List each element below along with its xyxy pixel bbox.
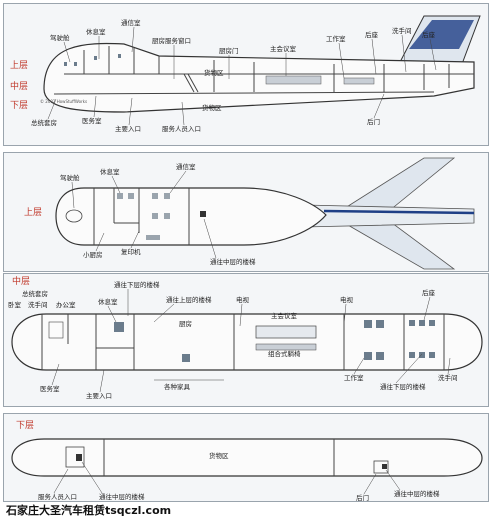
- callout-rest: 休息室: [86, 27, 106, 36]
- callout-conference-3: 主会议室: [271, 311, 298, 320]
- callout-rear-seats-2: 后座: [422, 30, 436, 39]
- lower-deck-hull: [11, 438, 483, 477]
- callout-comms: 通信室: [121, 18, 141, 27]
- level-upper-label: 上层: [10, 60, 28, 71]
- callout-rear-seats: 后座: [365, 30, 379, 39]
- callout-lavatory: 洗手间: [392, 26, 412, 35]
- callout-stairs-down: 通往下层的楼梯: [114, 280, 160, 289]
- callout-kitchen: 厨房: [179, 319, 192, 328]
- callout-medical-3: 医务室: [40, 384, 60, 393]
- callout-office: 工作室: [326, 34, 346, 43]
- callout-rear-seats-3: 后座: [422, 288, 436, 297]
- copyright-note: © 2002 HowStuffWorks: [40, 99, 88, 104]
- level-lower-label: 下层: [10, 100, 28, 111]
- callout-suite: 总统套房: [31, 118, 57, 127]
- callout-cockpit: 驾驶舱: [50, 33, 70, 42]
- callout-rear-door: 后门: [367, 117, 380, 126]
- callout-office-3: 办公室: [56, 300, 76, 309]
- panel-middle-deck: 中层 总统套房 卧室 洗手间 办公室 休息室 通往下层的楼梯 通往上层的楼梯 电…: [3, 273, 489, 407]
- callout-workroom: 工作室: [344, 373, 364, 382]
- callout-stairs-mid-2: 通往中层的楼梯: [394, 489, 440, 498]
- callout-service-entry-4: 服务人员入口: [38, 492, 77, 501]
- callout-comms-2: 通信室: [176, 162, 196, 171]
- callout-kitchen-door: 厨房门: [219, 46, 239, 55]
- callout-cargo-2: 货物区: [202, 103, 222, 112]
- callout-cargo-3: 货物区: [209, 451, 229, 460]
- callout-galley: 小厨房: [83, 250, 103, 259]
- panel-lower-deck: 下层 货物区 服务人员入口 通往中层的楼梯 后门 通往中层的楼梯: [3, 413, 489, 502]
- callout-lavatory-4: 洗手间: [438, 373, 458, 382]
- callout-rest-3: 休息室: [98, 297, 118, 306]
- callout-main-entry: 主要入口: [115, 124, 141, 133]
- lower-deck-svg: 下层 货物区 服务人员入口 通往中层的楼梯 后门 通往中层的楼梯: [11, 420, 483, 501]
- callout-medical: 医务室: [82, 116, 102, 125]
- callout-suite-2: 总统套房: [22, 289, 48, 298]
- callout-service-entry: 服务人员入口: [162, 124, 201, 133]
- lower-floor-line: [53, 91, 435, 95]
- callout-lavatory-3: 洗手间: [28, 300, 48, 309]
- callout-bedroom: 卧室: [8, 300, 22, 309]
- level-lower-label-2: 下层: [16, 420, 34, 431]
- callout-stairs: 通往中层的楼梯: [210, 257, 256, 266]
- upper-deck-svg: 上层 驾驶舱 休息室 通信室 小厨房 复印机 通往中层的楼梯: [24, 157, 475, 270]
- cutaway-svg: 上层 中层 下层 驾驶舱 休息室 通信室 厨房服务窗口 厨房门 主会议室 工作室…: [10, 15, 481, 133]
- callout-rest-2: 休息室: [100, 167, 120, 176]
- tail-stripe: [409, 20, 474, 49]
- upper-deck-hull: [55, 187, 327, 246]
- callout-cockpit-2: 驾驶舱: [60, 173, 80, 182]
- rear-fuselage: [303, 204, 475, 228]
- callout-copier: 复印机: [121, 247, 141, 256]
- callout-stairs-down-2: 通往下层的楼梯: [380, 382, 426, 391]
- callout-conference: 主会议室: [270, 44, 297, 53]
- callout-stairs-up: 通往上层的楼梯: [166, 295, 212, 304]
- callout-tv-1: 电视: [236, 295, 250, 304]
- watermark-text: 石家庄大圣汽车租赁tsqczl.com: [6, 504, 172, 517]
- callout-rear-door-4: 后门: [356, 493, 369, 501]
- callout-tv-2: 电视: [340, 295, 354, 304]
- panel-upper-deck: 上层 驾驶舱 休息室 通信室 小厨房 复印机 通往中层的楼梯: [3, 152, 489, 272]
- fuselage: [43, 42, 475, 113]
- panel-full-cutaway: 上层 中层 下层 驾驶舱 休息室 通信室 厨房服务窗口 厨房门 主会议室 工作室…: [3, 3, 489, 146]
- level-middle-label-2: 中层: [12, 275, 30, 287]
- level-upper-label-2: 上层: [24, 207, 42, 218]
- callout-sofa: 组合式躺椅: [268, 349, 301, 358]
- callout-furniture: 各种家具: [164, 382, 191, 391]
- callout-galley-window: 厨房服务窗口: [152, 36, 191, 45]
- middle-deck-svg: 中层 总统套房 卧室 洗手间 办公室 休息室 通往下层的楼梯 通往上层的楼梯 电…: [8, 275, 483, 400]
- callout-stairs-mid: 通往中层的楼梯: [99, 492, 145, 501]
- callout-main-entry-3: 主要入口: [86, 391, 112, 400]
- level-middle-label: 中层: [10, 80, 28, 92]
- callout-cargo: 货物区: [204, 68, 224, 77]
